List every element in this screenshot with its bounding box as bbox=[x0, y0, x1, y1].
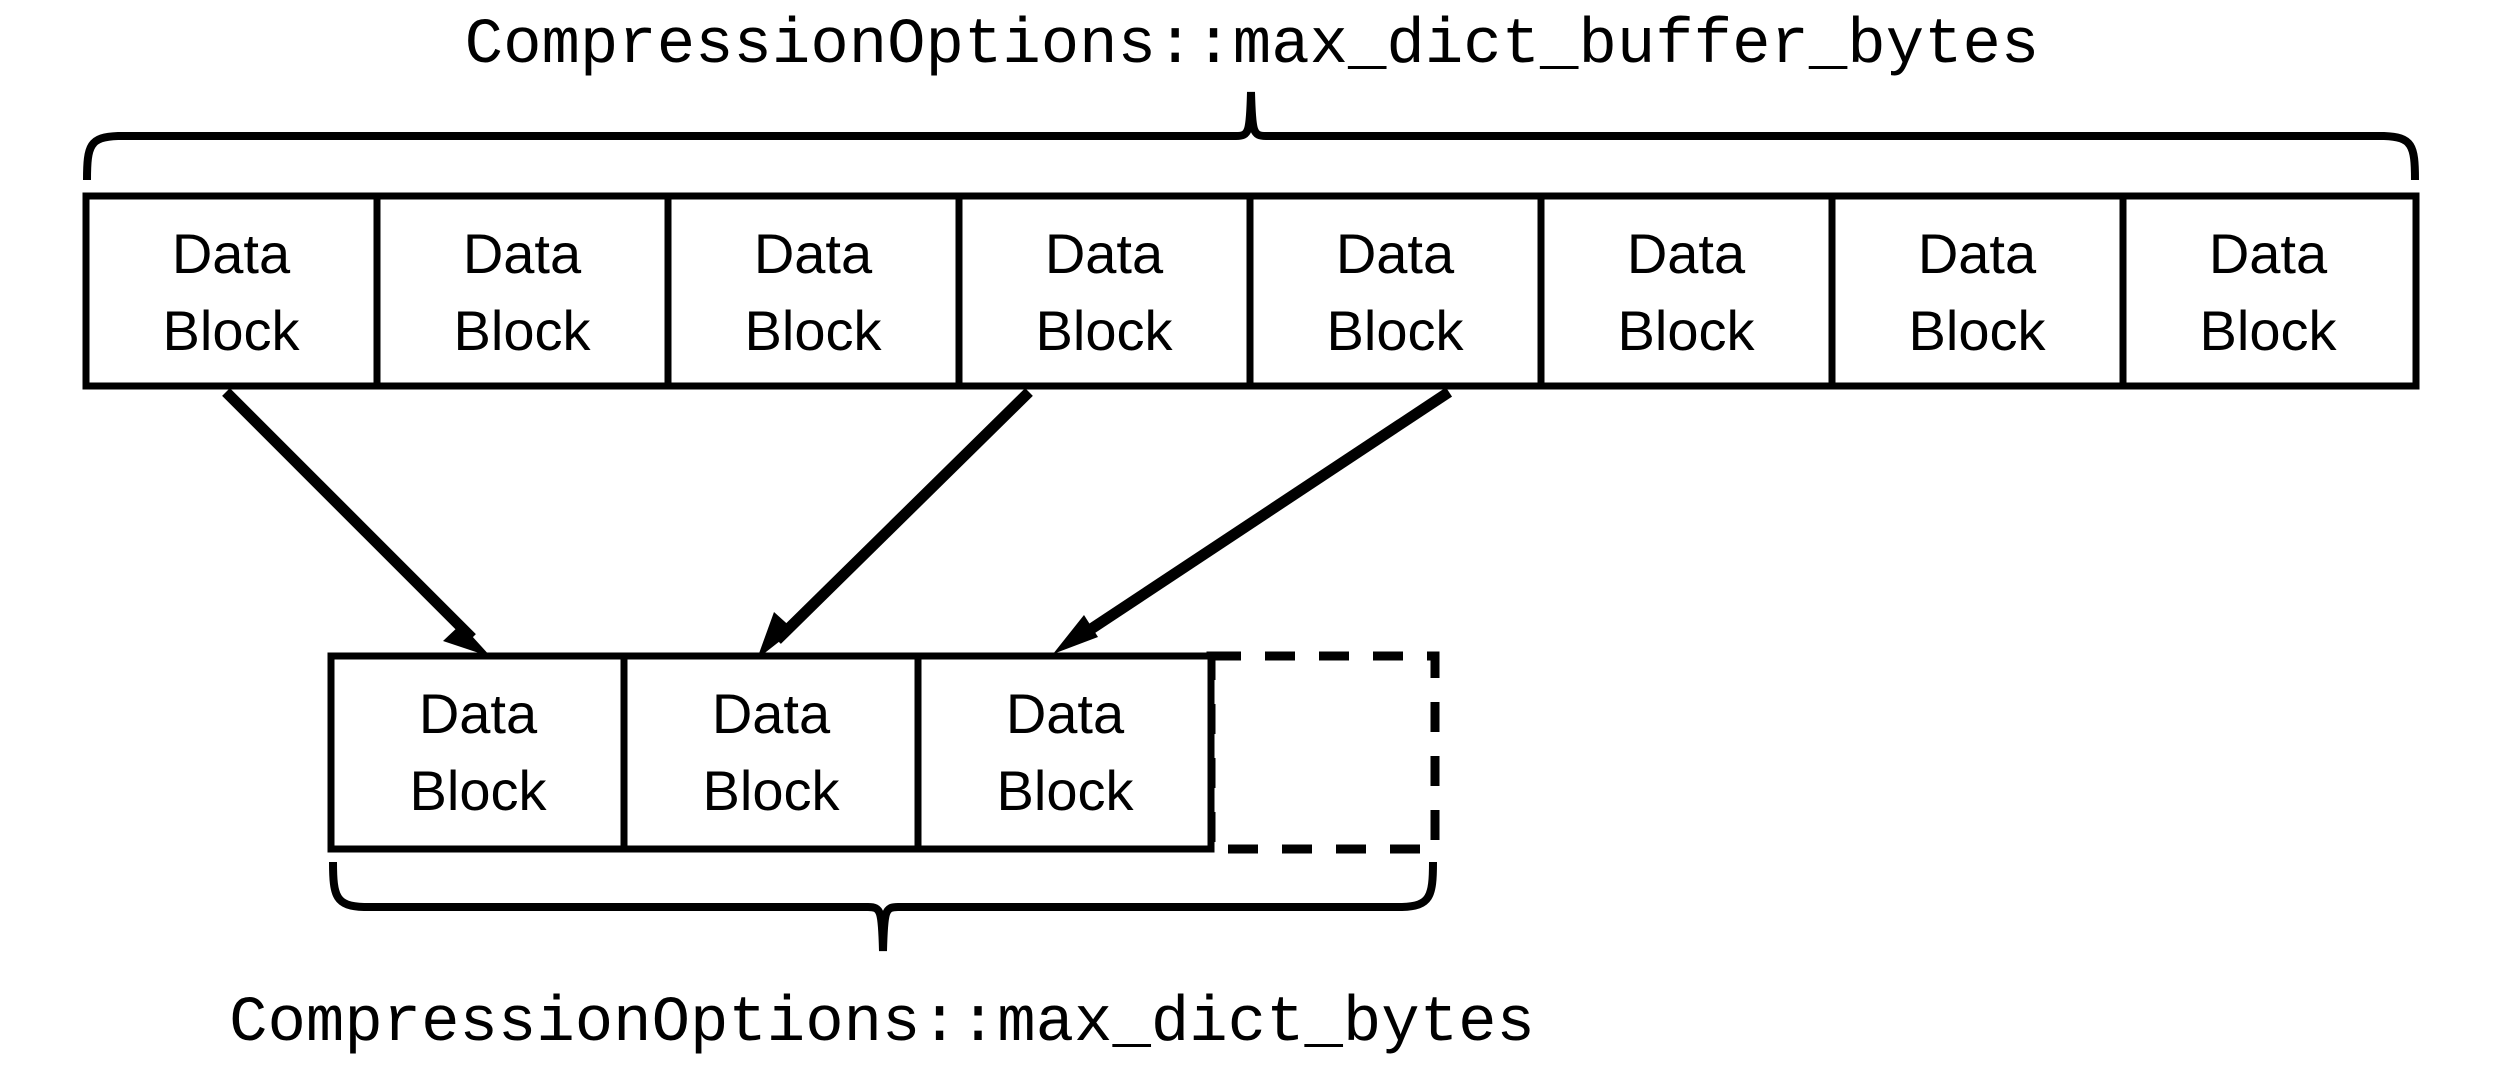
bottom-data-block-line2: Block bbox=[703, 759, 841, 822]
top-data-block-line2: Block bbox=[1618, 299, 1756, 362]
top-data-block-line2: Block bbox=[163, 299, 301, 362]
bottom-data-block-row: Data Block Data Block Data Block bbox=[327, 651, 1440, 854]
bottom-data-block-line2: Block bbox=[410, 759, 548, 822]
arrow-1 bbox=[222, 388, 491, 657]
arrow-2 bbox=[757, 388, 1033, 659]
top-data-block[interactable]: Data Block bbox=[1618, 222, 1756, 362]
top-data-block[interactable]: Data Block bbox=[1327, 222, 1465, 362]
top-data-block-row: Data Block Data Block Data Block Data Bl… bbox=[82, 192, 2420, 390]
arrow-1-head bbox=[443, 624, 491, 657]
top-brace-label: CompressionOptions::max_dict_buffer_byte… bbox=[465, 10, 2040, 82]
bottom-data-block-line2: Block bbox=[997, 759, 1135, 822]
top-data-block-line1: Data bbox=[1045, 222, 1164, 285]
top-data-block-line2: Block bbox=[1036, 299, 1174, 362]
bottom-data-block[interactable]: Data Block bbox=[703, 682, 841, 822]
arrow-3 bbox=[1053, 387, 1453, 654]
top-data-block-line1: Data bbox=[172, 222, 291, 285]
top-data-block[interactable]: Data Block bbox=[454, 222, 592, 362]
bottom-data-block-line1: Data bbox=[1006, 682, 1125, 745]
top-data-block[interactable]: Data Block bbox=[163, 222, 301, 362]
bottom-data-block[interactable]: Data Block bbox=[997, 682, 1135, 822]
top-data-block-line2: Block bbox=[1327, 299, 1465, 362]
bottom-brace-label: CompressionOptions::max_dict_bytes bbox=[229, 988, 1535, 1060]
bottom-data-block-line1: Data bbox=[712, 682, 831, 745]
top-data-block-line2: Block bbox=[454, 299, 592, 362]
bottom-row-outline bbox=[327, 652, 1215, 853]
top-data-block[interactable]: Data Block bbox=[745, 222, 883, 362]
arrow-2-head bbox=[757, 612, 794, 659]
top-data-block-line2: Block bbox=[2200, 299, 2338, 362]
bottom-data-block[interactable]: Data Block bbox=[410, 682, 548, 822]
arrow-3-head bbox=[1053, 615, 1098, 654]
top-data-block-line1: Data bbox=[1918, 222, 2037, 285]
bottom-brace bbox=[329, 861, 1437, 952]
top-data-block[interactable]: Data Block bbox=[1909, 222, 2047, 362]
top-data-block-line1: Data bbox=[754, 222, 873, 285]
bottom-row-empty-slot bbox=[1206, 651, 1440, 854]
top-data-block-line1: Data bbox=[1627, 222, 1746, 285]
top-data-block-line1: Data bbox=[2209, 222, 2328, 285]
top-data-block-line1: Data bbox=[463, 222, 582, 285]
top-data-block[interactable]: Data Block bbox=[2200, 222, 2338, 362]
top-data-block[interactable]: Data Block bbox=[1036, 222, 1174, 362]
top-data-block-line2: Block bbox=[1909, 299, 2047, 362]
top-data-block-line1: Data bbox=[1336, 222, 1455, 285]
top-brace bbox=[83, 91, 2419, 181]
bottom-data-block-line1: Data bbox=[419, 682, 538, 745]
top-data-block-line2: Block bbox=[745, 299, 883, 362]
